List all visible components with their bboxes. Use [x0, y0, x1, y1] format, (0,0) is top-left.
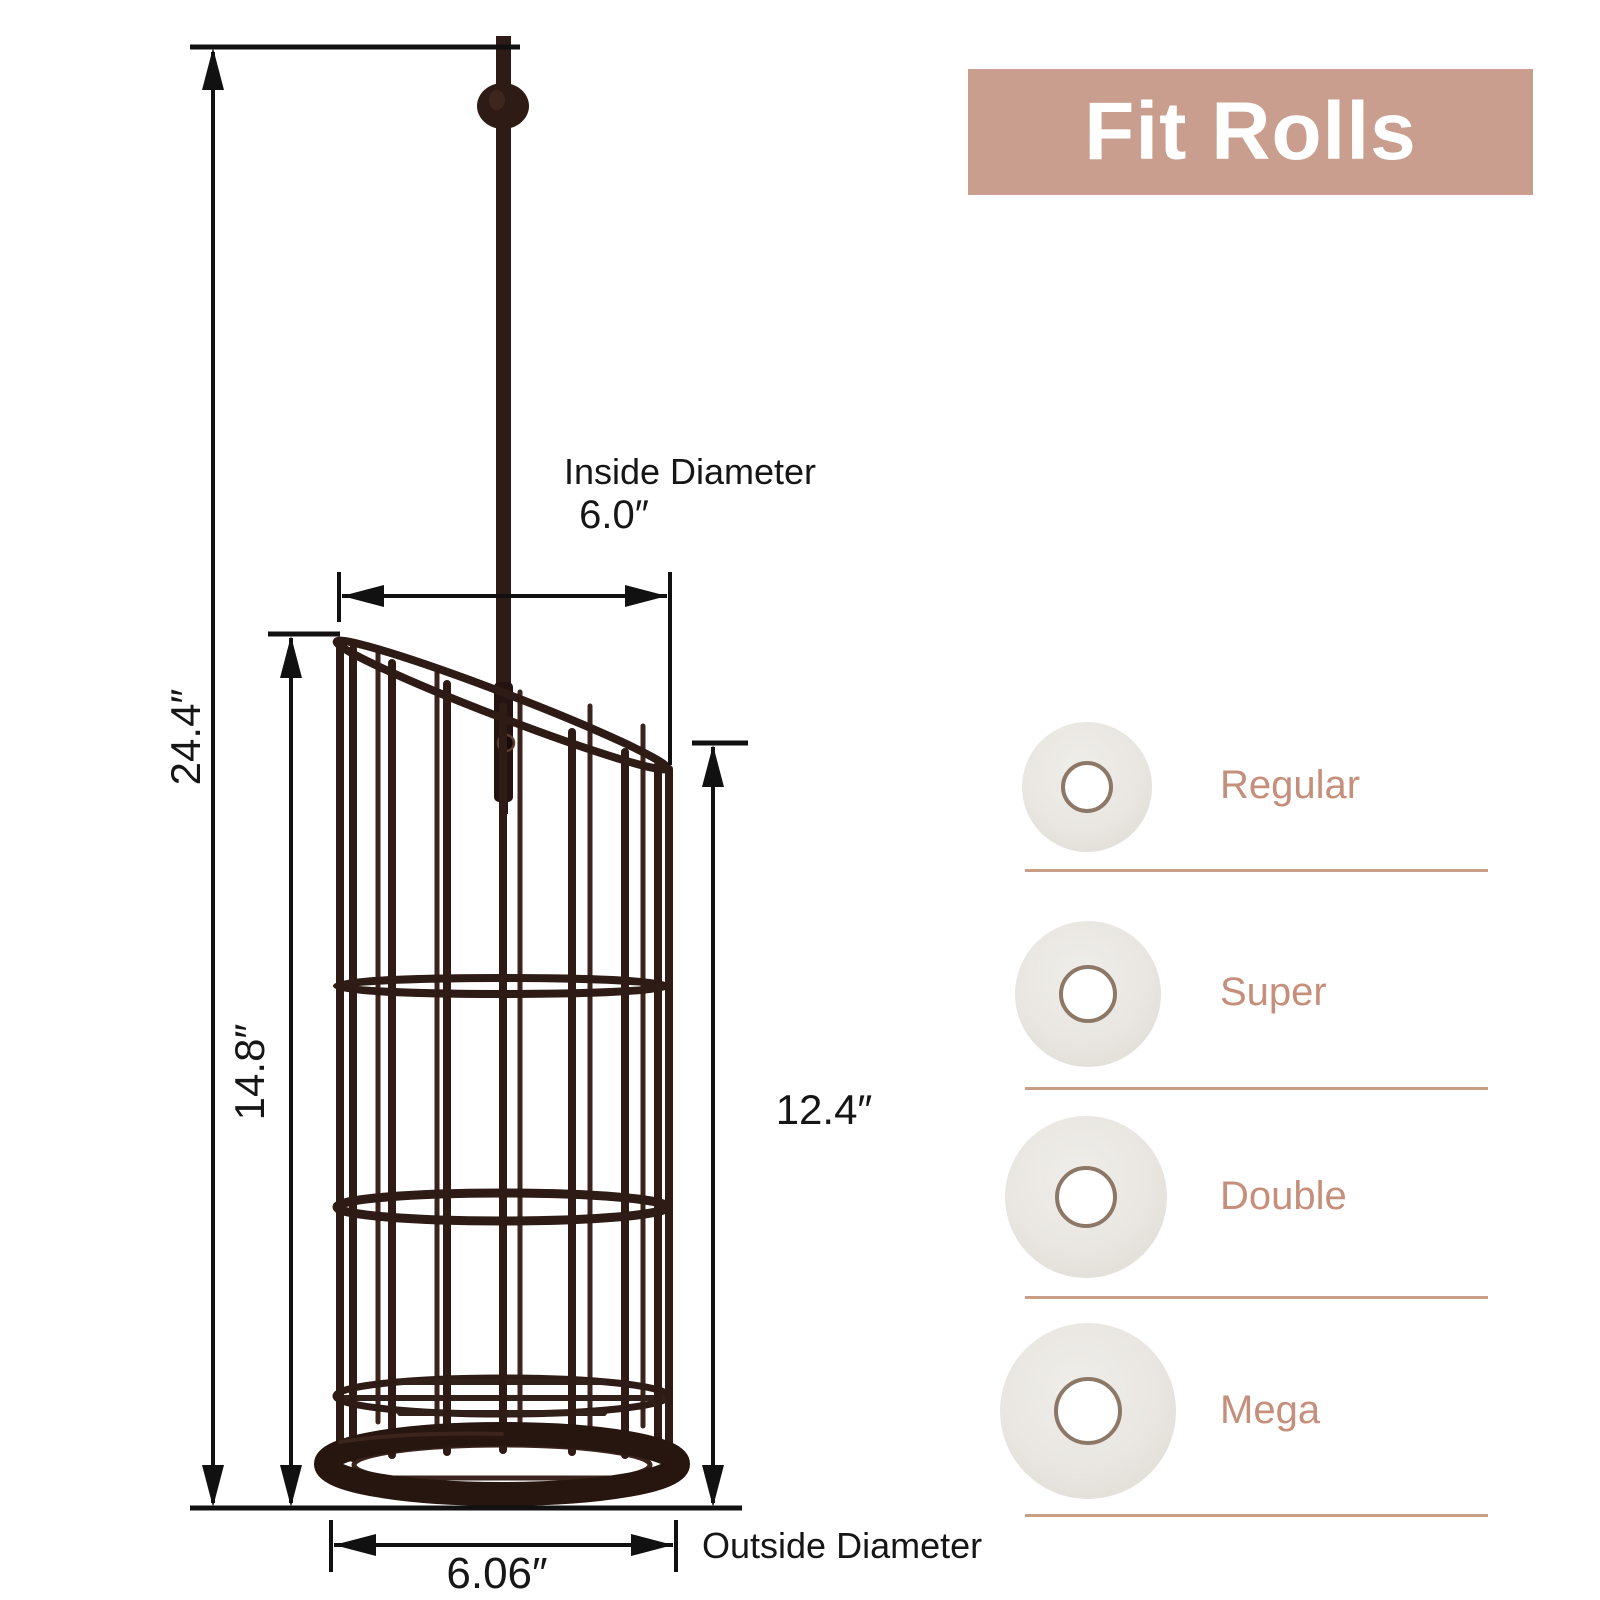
- toilet-roll-regular-icon: [1022, 722, 1152, 852]
- cage-base-ring: [314, 1422, 690, 1506]
- toilet-roll-super-icon: [1015, 921, 1161, 1067]
- roll-size-label-double: Double: [1220, 1174, 1347, 1218]
- cage-front-bars: [336, 640, 673, 1464]
- inside-diameter-title: Inside Diameter: [564, 451, 816, 492]
- dimension-diagram: 24.4″ 14.8″ Inside Diameter 6.0″ 12.4″ 6…: [162, 36, 982, 1598]
- roll-core-hole: [1055, 1166, 1117, 1228]
- fit-rolls-title: Fit Rolls: [1084, 86, 1417, 177]
- front-height-label: 12.4″: [776, 1086, 873, 1133]
- cage-top-rim: [332, 636, 672, 774]
- roll-core-hole: [1054, 1377, 1122, 1445]
- toilet-roll-mega-icon: [1000, 1323, 1176, 1499]
- toilet-roll-double-icon: [1005, 1116, 1167, 1278]
- outside-diameter-value: 6.06″: [446, 1549, 547, 1598]
- cage-back-bars: [375, 649, 646, 1433]
- roll-size-label-mega: Mega: [1220, 1388, 1321, 1432]
- roll-size-label-regular: Regular: [1220, 763, 1361, 807]
- divider: [1025, 1296, 1488, 1299]
- dimension-lines: [190, 44, 748, 1572]
- dim-overall-height: [190, 44, 520, 1507]
- inside-diameter-value: 6.0″: [579, 493, 649, 537]
- wire-cage: [314, 636, 690, 1506]
- fit-rolls-header: Fit Rolls: [968, 69, 1533, 195]
- divider: [1025, 1087, 1488, 1090]
- dim-front-height: [692, 740, 748, 1507]
- dim-outside-diameter: [329, 1520, 678, 1572]
- outside-diameter-title: Outside Diameter: [702, 1525, 982, 1566]
- overall-height-label: 24.4″: [162, 689, 209, 786]
- dim-inside-diameter: [337, 572, 672, 765]
- back-height-label: 14.8″: [226, 1024, 273, 1121]
- roll-size-label-super: Super: [1220, 970, 1327, 1014]
- roll-core-hole: [1059, 965, 1117, 1023]
- dim-back-height: [268, 631, 340, 1507]
- divider: [1025, 869, 1488, 872]
- divider: [1025, 1514, 1488, 1517]
- roll-core-hole: [1061, 761, 1113, 813]
